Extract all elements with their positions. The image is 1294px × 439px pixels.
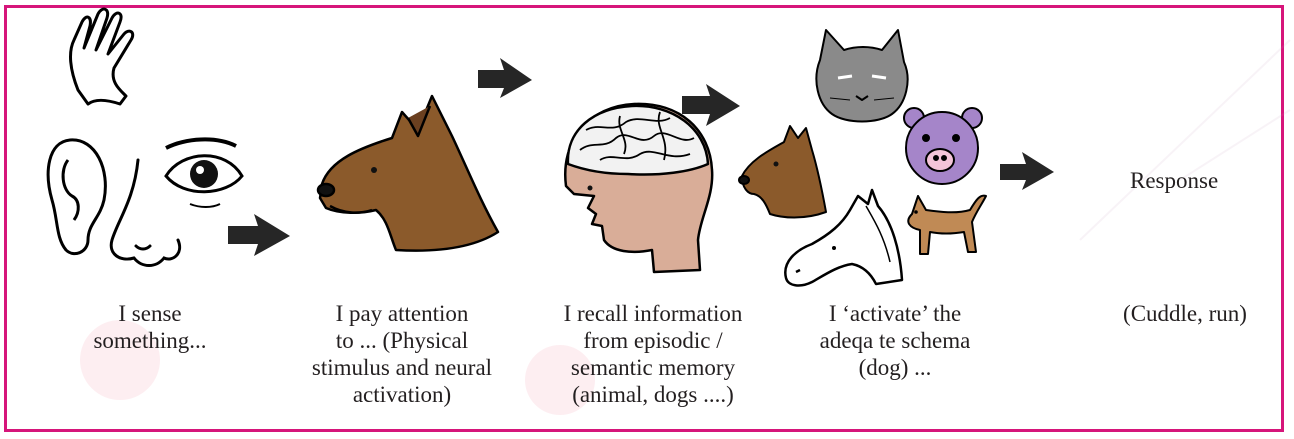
hand-icon bbox=[71, 9, 133, 104]
dog-head-icon bbox=[739, 126, 826, 218]
arrow-icon bbox=[682, 84, 740, 126]
caption-line: (Cuddle, run) bbox=[1095, 300, 1275, 327]
ear-icon bbox=[48, 140, 105, 254]
arrow-icon bbox=[228, 214, 290, 256]
caption-line: I sense bbox=[70, 300, 230, 327]
small-dog-icon bbox=[908, 196, 986, 254]
step-caption-activate: I ‘activate’ the adeqa te schema (dog) .… bbox=[795, 300, 995, 381]
caption-line: activation) bbox=[278, 381, 526, 408]
caption-line: adeqa te schema bbox=[795, 327, 995, 354]
caption-line: (animal, dogs ....) bbox=[535, 381, 771, 408]
step-caption-attention: I pay attention to ... (Physical stimulu… bbox=[278, 300, 526, 408]
bear-icon bbox=[904, 108, 982, 184]
caption-line: stimulus and neural bbox=[278, 354, 526, 381]
step-caption-sense: I sense something... bbox=[70, 300, 230, 354]
dog-head-icon bbox=[318, 96, 498, 251]
eye-icon bbox=[166, 139, 242, 207]
caption-line: I pay attention bbox=[278, 300, 526, 327]
cat-icon bbox=[816, 30, 907, 122]
caption-line: semantic memory bbox=[535, 354, 771, 381]
step-caption-response-action: (Cuddle, run) bbox=[1095, 300, 1275, 327]
caption-line: (dog) ... bbox=[795, 354, 995, 381]
caption-line: something... bbox=[70, 327, 230, 354]
caption-line: to ... (Physical bbox=[278, 327, 526, 354]
arrow-icon bbox=[478, 58, 532, 98]
brain-head-icon bbox=[565, 104, 712, 272]
step-caption-recall: I recall information from episodic / sem… bbox=[535, 300, 771, 408]
response-label: Response bbox=[1130, 168, 1270, 194]
arrow-icon bbox=[1000, 152, 1054, 190]
caption-line: I recall information bbox=[535, 300, 771, 327]
caption-line: I ‘activate’ the bbox=[795, 300, 995, 327]
caption-line: from episodic / bbox=[535, 327, 771, 354]
